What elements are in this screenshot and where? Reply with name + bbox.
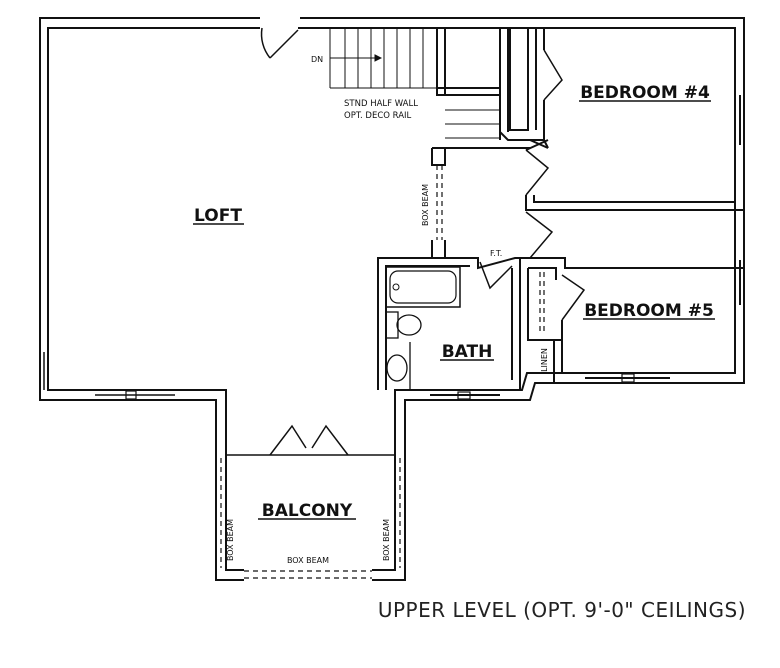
half-wall-note-line1: STND HALF WALL bbox=[344, 99, 418, 109]
loft-door bbox=[260, 27, 299, 59]
box-beam-label-balcony-right: BOX BEAM bbox=[382, 519, 391, 561]
bedroom5-walls bbox=[520, 257, 744, 383]
balcony-walls bbox=[220, 424, 401, 579]
linen-label: LINEN bbox=[540, 348, 549, 372]
loft-windows bbox=[39, 352, 175, 400]
room-label-balcony: BALCONY bbox=[262, 501, 353, 521]
bath-walls bbox=[377, 257, 521, 400]
room-label-bedroom5: BEDROOM #5 bbox=[584, 301, 714, 321]
plan-caption: UPPER LEVEL (OPT. 9'-0" CEILINGS) bbox=[377, 598, 746, 622]
room-label-loft: LOFT bbox=[194, 206, 242, 226]
room-label-bedroom4: BEDROOM #4 bbox=[580, 83, 710, 103]
stair-down-label: DN bbox=[311, 55, 323, 64]
hall-walls bbox=[431, 147, 554, 259]
box-beam-label-hall: BOX BEAM bbox=[421, 184, 430, 226]
room-label-bath: BATH bbox=[442, 342, 493, 362]
ft-label: F.T. bbox=[490, 249, 502, 258]
staircase bbox=[329, 28, 500, 139]
box-beam-label-balcony-front: BOX BEAM bbox=[287, 556, 329, 565]
bedroom4-walls bbox=[499, 28, 744, 211]
box-beam-label-balcony-left: BOX BEAM bbox=[226, 519, 235, 561]
half-wall-note-line2: OPT. DECO RAIL bbox=[344, 111, 412, 121]
